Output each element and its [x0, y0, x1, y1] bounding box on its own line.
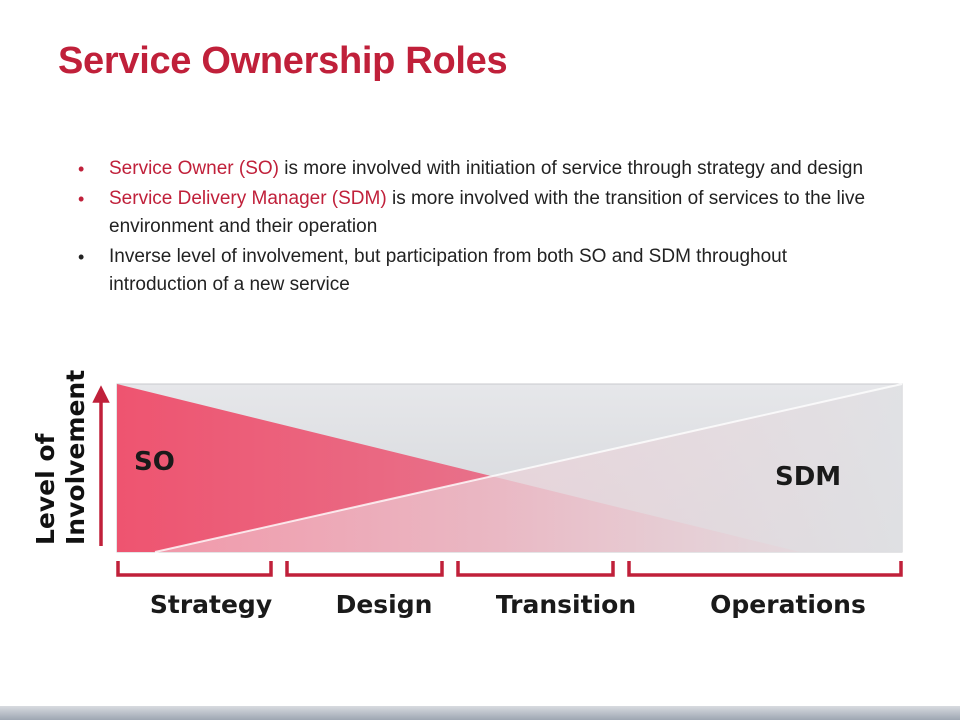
bullet-text: is more involved with the transition of …	[109, 188, 866, 237]
phase-label-design: Design	[336, 590, 433, 619]
bracket-strategy	[116, 561, 273, 577]
bracket-design	[285, 561, 444, 577]
bullet-list: Service Owner (SO) is more involved with…	[78, 155, 878, 301]
phase-label-transition: Transition	[496, 590, 636, 619]
y-axis-label-line1: Level of	[31, 432, 60, 545]
page-title: Service Ownership Roles	[58, 40, 508, 82]
so-label: SO	[134, 447, 175, 477]
bracket-operations	[627, 561, 903, 577]
sdm-edge	[154, 383, 903, 553]
bullet-item-sdm: Service Delivery Manager (SDM) is more i…	[78, 185, 878, 241]
bullet-item-inverse: Inverse level of involvement, but partic…	[78, 243, 878, 299]
bracket-transition	[456, 561, 615, 577]
bullet-text: is more involved with initiation of serv…	[278, 158, 864, 179]
bullet-item-so: Service Owner (SO) is more involved with…	[78, 155, 878, 183]
y-axis-label-line2: Involvement	[61, 370, 90, 545]
bullet-text: Inverse level of involvement, but partic…	[109, 246, 788, 295]
bullet-highlight: Service Owner (SO)	[109, 158, 279, 179]
phase-label-strategy: Strategy	[150, 590, 272, 619]
bullet-highlight: Service Delivery Manager (SDM)	[109, 188, 387, 209]
sdm-label: SDM	[775, 462, 841, 492]
phase-label-operations: Operations	[710, 590, 866, 619]
footer-bar	[0, 706, 960, 720]
